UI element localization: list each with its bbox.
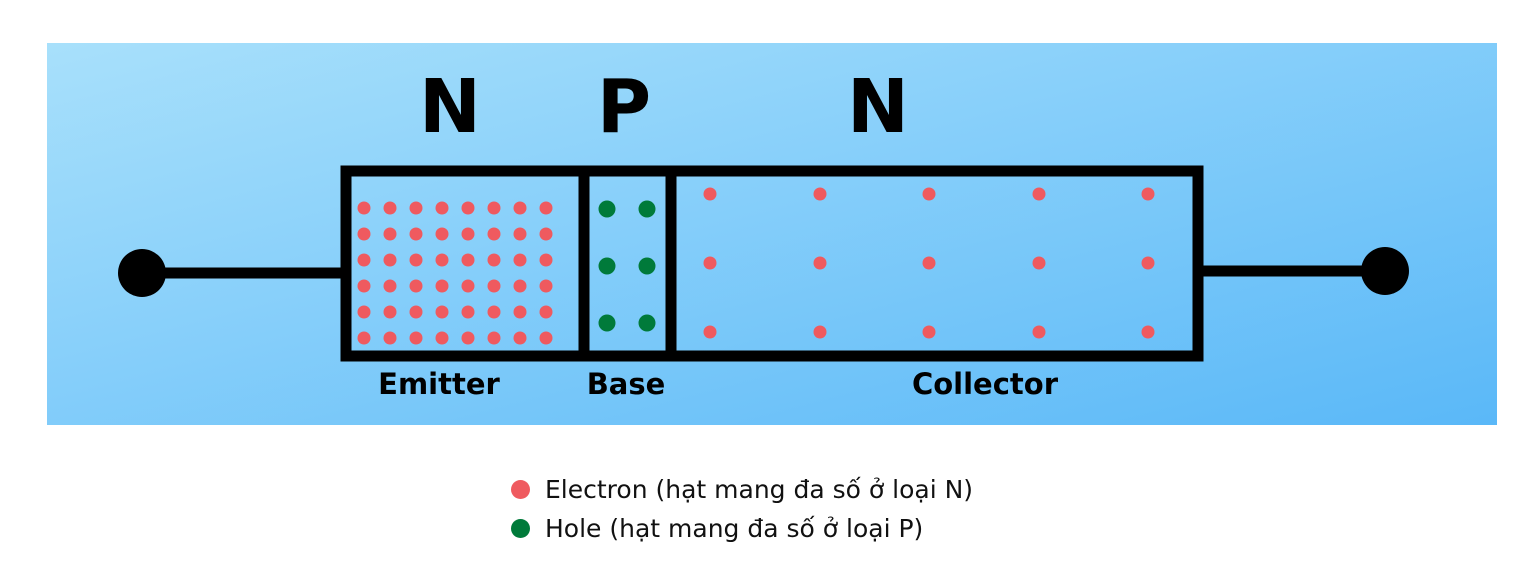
electron-dot	[513, 201, 527, 215]
electron-dot	[435, 227, 449, 241]
emitter-terminal	[118, 249, 166, 297]
electron-dot	[409, 227, 423, 241]
legend-item-electron: Electron (hạt mang đa số ở loại N)	[511, 470, 1071, 509]
electron-dot	[487, 253, 501, 267]
electron-dot	[357, 331, 371, 345]
electron-dot	[539, 253, 553, 267]
electron-dot	[461, 305, 475, 319]
electron-dot	[539, 201, 553, 215]
electron-dot	[461, 227, 475, 241]
hole-dot-icon	[511, 519, 530, 538]
electron-dot	[922, 187, 936, 201]
electron-dot	[487, 279, 501, 293]
hole-dot	[598, 314, 616, 332]
emitter-electrons	[357, 201, 553, 345]
hole-dot	[638, 314, 656, 332]
electron-dot	[409, 331, 423, 345]
collector-terminal	[1361, 247, 1409, 295]
hole-dot	[638, 257, 656, 275]
electron-dot	[383, 305, 397, 319]
electron-dot	[435, 305, 449, 319]
electron-dot	[703, 256, 717, 270]
electron-dot	[1032, 325, 1046, 339]
electron-dot	[513, 253, 527, 267]
electron-dot	[539, 279, 553, 293]
electron-dot	[487, 227, 501, 241]
electron-dot	[357, 227, 371, 241]
electron-dot	[1141, 325, 1155, 339]
electron-dot	[383, 279, 397, 293]
legend-item-hole: Hole (hạt mang đa số ở loại P)	[511, 509, 1071, 548]
electron-dot	[513, 305, 527, 319]
electron-dot	[539, 227, 553, 241]
electron-dot	[409, 253, 423, 267]
hole-dot	[598, 200, 616, 218]
electron-dot	[513, 279, 527, 293]
collector-electrons	[703, 187, 1155, 339]
electron-dot	[513, 227, 527, 241]
electron-dot	[539, 331, 553, 345]
electron-dot	[435, 253, 449, 267]
base-label: Base	[587, 367, 666, 401]
electron-dot	[539, 305, 553, 319]
electron-dot	[513, 331, 527, 345]
electron-dot	[435, 331, 449, 345]
legend-label-hole: Hole (hạt mang đa số ở loại P)	[545, 514, 924, 543]
electron-dot	[357, 253, 371, 267]
electron-dot	[357, 279, 371, 293]
electron-dot	[1032, 256, 1046, 270]
electron-dot	[383, 331, 397, 345]
electron-dot	[357, 305, 371, 319]
electron-dot	[487, 305, 501, 319]
electron-dot	[383, 227, 397, 241]
electron-dot	[409, 279, 423, 293]
electron-dot	[461, 331, 475, 345]
electron-dot	[383, 253, 397, 267]
electron-dot	[409, 305, 423, 319]
electron-dot	[409, 201, 423, 215]
collector-type-letter: N	[847, 64, 909, 150]
hole-dot	[638, 200, 656, 218]
electron-dot-icon	[511, 480, 530, 499]
collector-region	[665, 165, 1204, 362]
electron-dot	[357, 201, 371, 215]
electron-dot	[487, 201, 501, 215]
base-holes	[598, 200, 656, 332]
electron-dot	[461, 201, 475, 215]
legend: Electron (hạt mang đa số ở loại N) Hole …	[511, 470, 1071, 548]
electron-dot	[1032, 187, 1046, 201]
emitter-type-letter: N	[419, 64, 481, 150]
electron-dot	[435, 279, 449, 293]
electron-dot	[703, 187, 717, 201]
collector-label: Collector	[912, 367, 1059, 401]
electron-dot	[922, 325, 936, 339]
electron-dot	[435, 201, 449, 215]
electron-dot	[461, 279, 475, 293]
legend-label-electron: Electron (hạt mang đa số ở loại N)	[545, 475, 974, 504]
electron-dot	[703, 325, 717, 339]
hole-dot	[598, 257, 616, 275]
electron-dot	[487, 331, 501, 345]
electron-dot	[1141, 256, 1155, 270]
electron-dot	[461, 253, 475, 267]
electron-dot	[1141, 187, 1155, 201]
base-type-letter: P	[597, 64, 651, 150]
electron-dot	[813, 325, 827, 339]
electron-dot	[922, 256, 936, 270]
emitter-label: Emitter	[378, 367, 500, 401]
electron-dot	[813, 256, 827, 270]
electron-dot	[813, 187, 827, 201]
electron-dot	[383, 201, 397, 215]
diagram-background	[47, 43, 1497, 425]
